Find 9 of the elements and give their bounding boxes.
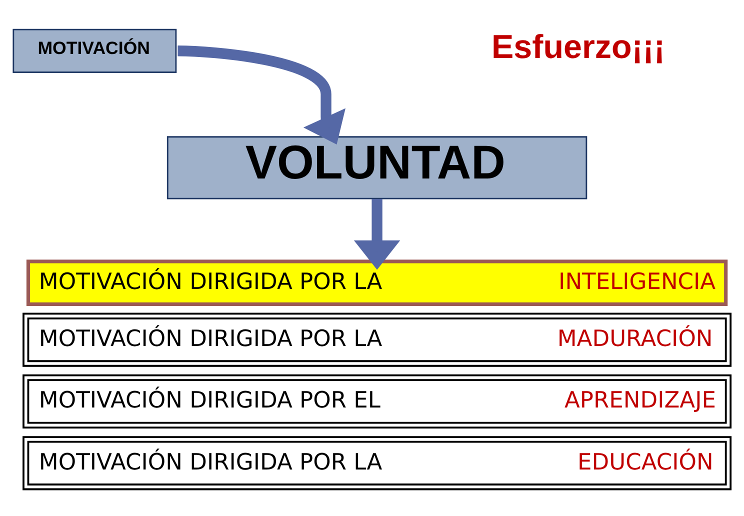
arrow [354,198,400,270]
node-box: VOLUNTAD [166,136,588,199]
node-box: MOTIVACIÓN [12,28,177,72]
label: Esfuerzo¡¡¡ [492,28,665,66]
node-box: MOTIVACIÓN DIRIGIDA POR LA INTELIGENCIA [26,259,728,306]
arrow [178,45,346,144]
node-box: MOTIVACIÓN DIRIGIDA POR EL APRENDIZAJE [22,374,732,428]
node-box: MOTIVACIÓN DIRIGIDA POR LA MADURACIÓN [22,312,732,366]
node-box: MOTIVACIÓN DIRIGIDA POR LA EDUCACIÓN [22,436,732,490]
